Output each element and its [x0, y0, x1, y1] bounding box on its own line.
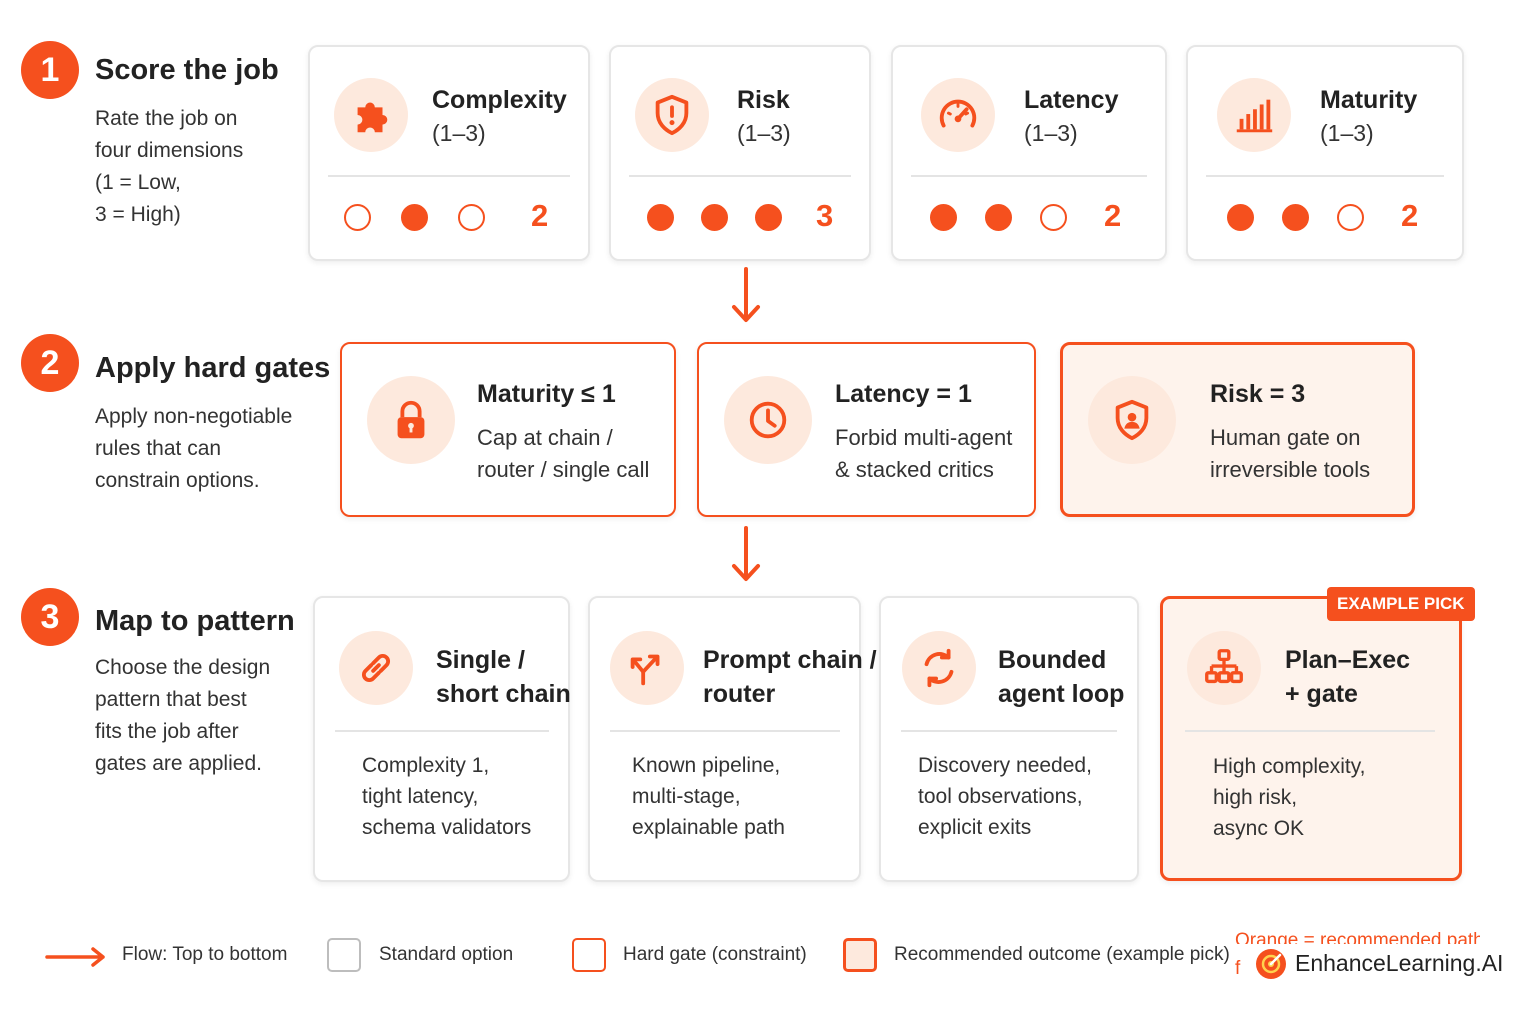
gate-card-latency: Latency = 1 Forbid multi-agent & stacked…: [697, 342, 1036, 517]
score-dots: [930, 204, 1067, 231]
target-logo-icon: [1256, 949, 1286, 979]
score-dot: [1337, 204, 1364, 231]
step-3-title: Map to pattern: [95, 605, 295, 637]
step-1-title: Score the job: [95, 54, 279, 86]
step-2-number: 2: [21, 334, 79, 392]
shield-person-icon: [1088, 376, 1176, 464]
pattern-title: Prompt chain / router: [703, 646, 877, 708]
pattern-description: Complexity 1, tight latency, schema vali…: [362, 754, 532, 839]
score-dot: [1227, 204, 1254, 231]
divider: [328, 175, 570, 177]
score-dot: [1040, 204, 1067, 231]
gate-card-risk: Risk = 3 Human gate on irreversible tool…: [1060, 342, 1415, 517]
gate-title: Maturity ≤ 1: [477, 380, 616, 408]
pattern-card-prompt-chain: Prompt chain / router Known pipeline, mu…: [588, 596, 877, 882]
score-range: (1–3): [737, 120, 791, 146]
legend-note-clipped: Orange = recommended path: [1235, 930, 1480, 944]
pattern-description: Discovery needed, tool observations, exp…: [918, 754, 1092, 839]
score-dot: [1282, 204, 1309, 231]
score-card-complexity: Complexity (1–3) 2: [308, 45, 590, 261]
score-range: (1–3): [1320, 120, 1374, 146]
score-dot: [985, 204, 1012, 231]
divider: [1206, 175, 1444, 177]
score-card-latency: Latency (1–3) 2: [891, 45, 1167, 261]
gate-title: Risk = 3: [1210, 380, 1306, 408]
score-dot: [701, 204, 728, 231]
score-title: Maturity: [1320, 86, 1418, 114]
brand-logo: EnhanceLearning.AI: [1252, 945, 1504, 983]
flow-arrow-down-icon: [732, 526, 760, 581]
pattern-title: Single / short chain: [436, 646, 571, 708]
score-title: Complexity: [432, 86, 567, 114]
gate-title: Latency = 1: [835, 380, 972, 408]
hierarchy-icon: [1187, 631, 1261, 705]
clock-icon: [724, 376, 812, 464]
score-title: Latency: [1024, 86, 1119, 114]
divider: [610, 730, 840, 732]
score-value: 3: [816, 198, 834, 233]
flow-arrow-down-icon: [732, 267, 760, 322]
score-value: 2: [1104, 198, 1122, 233]
legend-recommended-label: Recommended outcome (example pick): [894, 944, 1230, 965]
divider: [335, 730, 549, 732]
cycle-icon: [902, 631, 976, 705]
bar-chart-icon: [1217, 78, 1291, 152]
score-dots: [344, 204, 485, 231]
score-dots: [647, 204, 782, 231]
legend-standard-swatch: [327, 938, 361, 972]
score-range: (1–3): [1024, 120, 1078, 146]
step-2-description: Apply non-negotiable rules that can cons…: [95, 405, 293, 492]
gate-description: Cap at chain / router / single call: [477, 425, 650, 482]
legend-flow-label: Flow: Top to bottom: [122, 944, 288, 965]
step-3-description: Choose the design pattern that best fits…: [95, 656, 271, 775]
score-dot: [755, 204, 782, 231]
step-3-number: 3: [21, 588, 79, 646]
flow-arrow-right-icon: [45, 947, 105, 967]
score-dot: [344, 204, 371, 231]
pattern-description: Known pipeline, multi-stage, explainable…: [632, 754, 785, 839]
pattern-title: Bounded agent loop: [998, 646, 1125, 708]
legend-gate-swatch: [572, 938, 606, 972]
divider: [901, 730, 1117, 732]
divider: [629, 175, 851, 177]
legend-recommended-swatch: [843, 938, 877, 972]
pattern-card-single-chain: Single / short chain Complexity 1, tight…: [313, 596, 571, 882]
score-card-maturity: Maturity (1–3) 2: [1186, 45, 1464, 261]
legend-gate-label: Hard gate (constraint): [623, 944, 807, 965]
gate-card-maturity: Maturity ≤ 1 Cap at chain / router / sin…: [340, 342, 676, 517]
legend-note-fragment: f: [1235, 958, 1241, 979]
pattern-title: Plan–Exec + gate: [1285, 646, 1411, 708]
score-range: (1–3): [432, 120, 486, 146]
score-dot: [930, 204, 957, 231]
pattern-description: High complexity, high risk, async OK: [1213, 755, 1366, 840]
pattern-card-agent-loop: Bounded agent loop Discovery needed, too…: [879, 596, 1139, 882]
gate-description: Forbid multi-agent & stacked critics: [835, 425, 1013, 482]
score-dot: [401, 204, 428, 231]
score-card-risk: Risk (1–3) 3: [609, 45, 871, 261]
branch-arrows-icon: [610, 631, 684, 705]
step-1-description: Rate the job on four dimensions (1 = Low…: [95, 107, 244, 226]
lock-icon: [367, 376, 455, 464]
pattern-card-plan-exec: Plan–Exec + gate High complexity, high r…: [1160, 596, 1462, 881]
puzzle-icon: [334, 78, 408, 152]
score-title: Risk: [737, 86, 790, 114]
brand-name: EnhanceLearning.AI: [1295, 950, 1504, 976]
step-2-title: Apply hard gates: [95, 352, 331, 384]
gate-description: Human gate on irreversible tools: [1210, 425, 1371, 482]
step-1-number: 1: [21, 41, 79, 99]
score-dot: [647, 204, 674, 231]
score-value: 2: [1401, 198, 1419, 233]
score-dots: [1227, 204, 1364, 231]
score-dot: [458, 204, 485, 231]
score-value: 2: [531, 198, 549, 233]
shield-alert-icon: [635, 78, 709, 152]
link-icon: [339, 631, 413, 705]
divider: [911, 175, 1147, 177]
example-pick-badge: EXAMPLE PICK: [1327, 587, 1475, 621]
legend-standard-label: Standard option: [379, 944, 514, 965]
divider: [1185, 730, 1435, 732]
gauge-icon: [921, 78, 995, 152]
